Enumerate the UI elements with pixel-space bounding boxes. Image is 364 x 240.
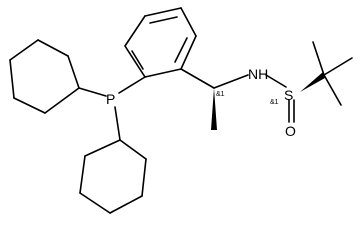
nitrogen-hydrogen-label: NH [248, 66, 268, 82]
benzene-double-bond [174, 37, 188, 63]
chemical-structure: P NH S O &1 &1 [9, 7, 353, 214]
cyclohexyl-bond [141, 158, 147, 197]
cyclohexyl-bond [114, 106, 121, 141]
cyclohexyl-ring-lower [79, 106, 147, 214]
carbon-stereo-label: &1 [216, 91, 225, 98]
nitrogen-sulfur-bond [265, 74, 287, 88]
carbon-nitrogen-bond [213, 74, 249, 89]
benzene-double-bond [131, 50, 144, 70]
methyl-wedge-bond [211, 88, 217, 130]
benzene-double-bond [149, 16, 178, 24]
cyclohexyl-bond [84, 139, 121, 157]
benzene-bond [180, 7, 197, 37]
tert-butyl-bond [323, 74, 342, 106]
oxygen-label: O [285, 123, 296, 139]
benzene-bond [124, 15, 146, 47]
aryl-chiral-carbon-bond [180, 68, 215, 89]
tert-butyl-bond [312, 41, 325, 76]
tert-butyl-bond [323, 57, 353, 76]
cyclohexyl-bond [79, 192, 111, 214]
cyclohexyl-bond [9, 39, 39, 61]
aryl-phosphorus-bond [118, 76, 146, 94]
cyclohexyl-bond [67, 55, 80, 89]
tert-butyl-wedge-bond [300, 72, 325, 92]
sulfur-label: S [284, 87, 293, 103]
cyclohexyl-bond [44, 87, 80, 114]
benzene-bond [124, 45, 146, 78]
benzene-bond [144, 68, 182, 78]
tert-butyl-group [312, 41, 353, 106]
cyclohexyl-bond [119, 139, 147, 160]
benzene-bond [144, 7, 182, 17]
phosphorus-label: P [106, 91, 115, 107]
benzene-bond [180, 35, 197, 70]
cyclohexyl-ring-upper [9, 39, 107, 114]
cyclohexyl-bond [78, 87, 107, 97]
sulfur-stereo-label: &1 [270, 99, 279, 106]
cyclohexyl-bond [109, 195, 143, 214]
cyclohexyl-bond [37, 39, 69, 57]
cyclohexyl-bond [13, 97, 46, 114]
cyclohexyl-bond [9, 59, 15, 99]
benzene-ring [124, 7, 197, 78]
cyclohexyl-bond [79, 155, 86, 194]
